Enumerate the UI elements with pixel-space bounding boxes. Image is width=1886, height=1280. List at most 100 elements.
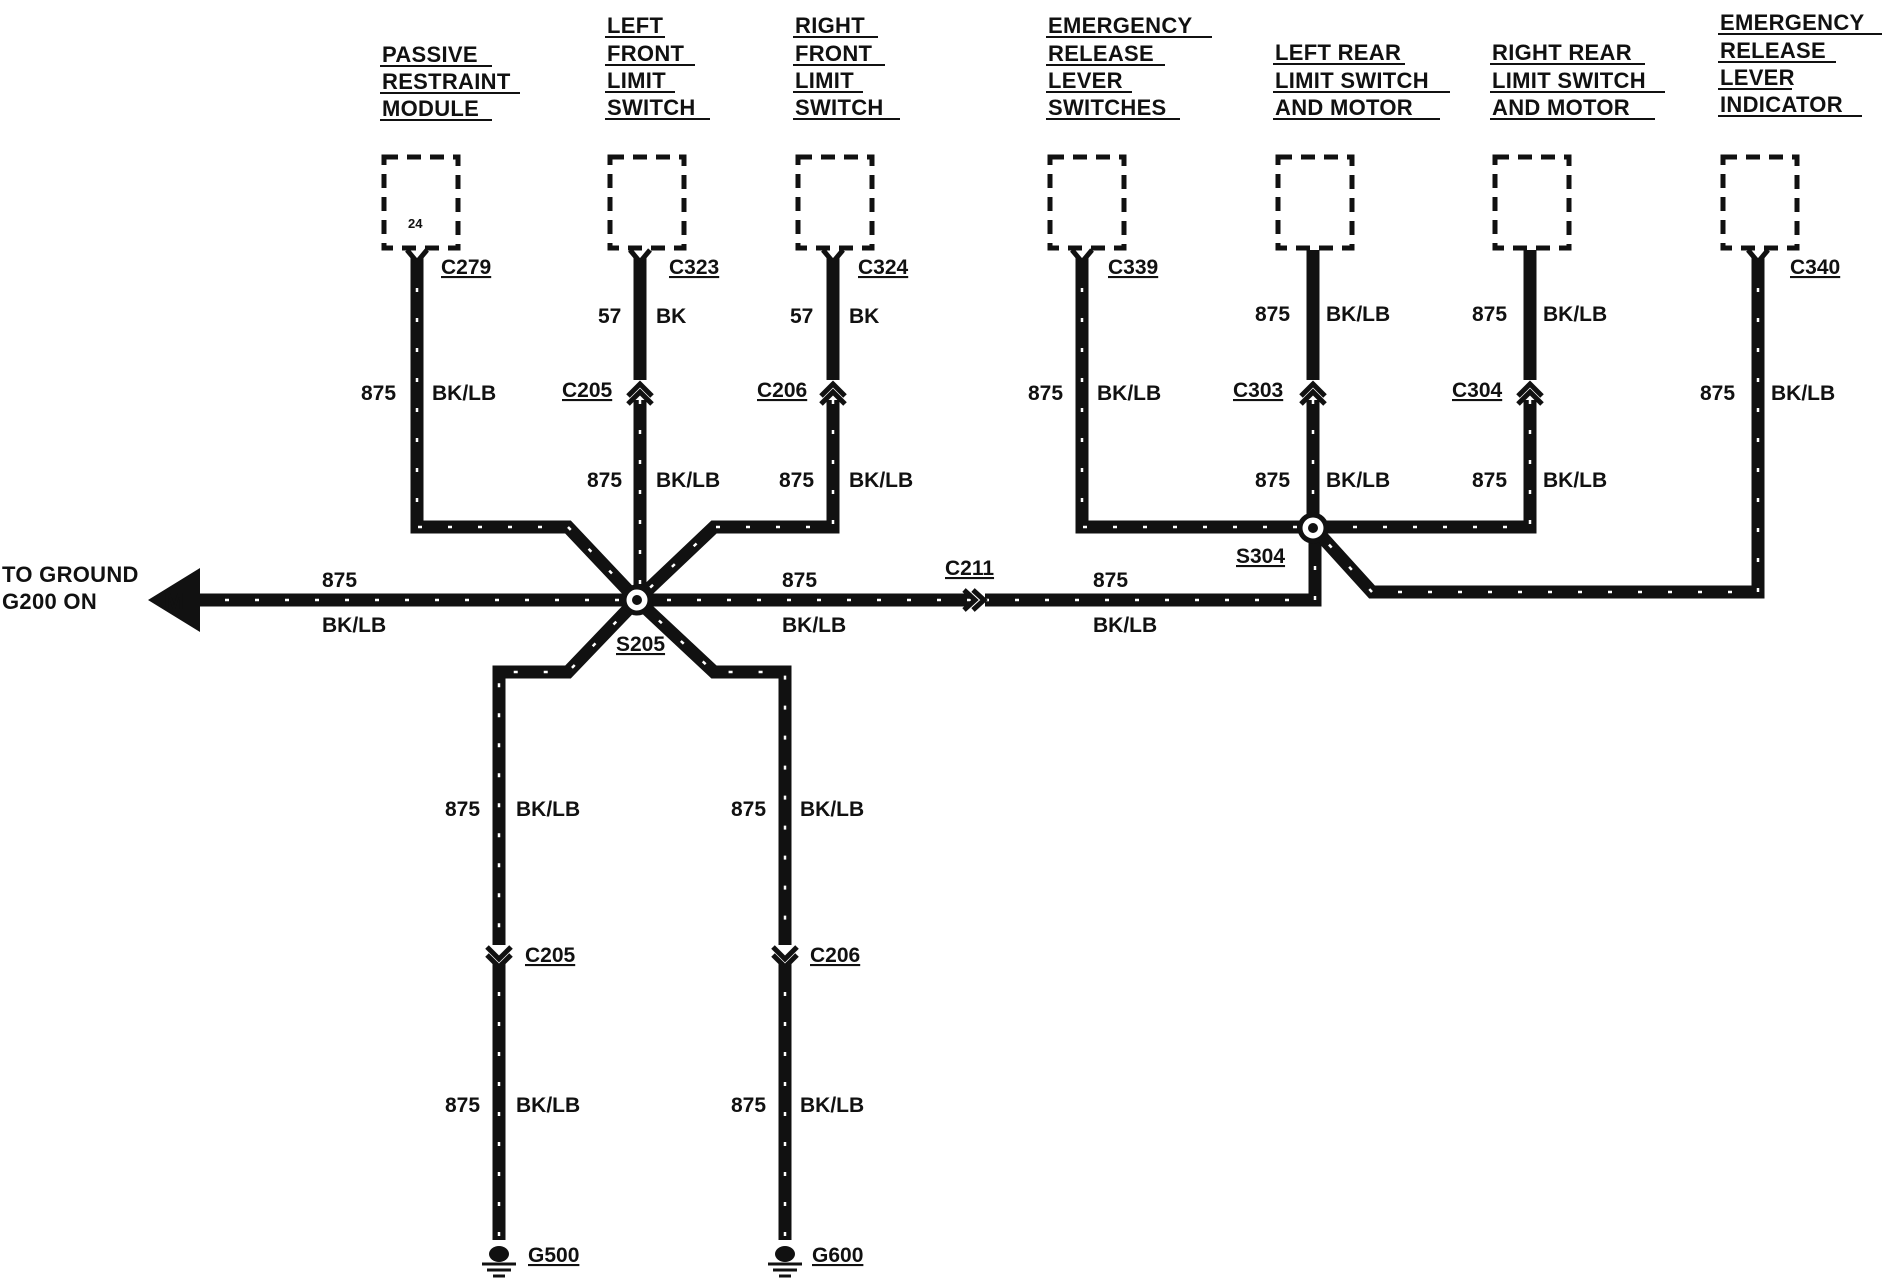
- c303-symbol: [1299, 380, 1327, 406]
- label-left-rear-limit-switch-and-motor: LEFT REAR LIMIT SWITCH AND MOTOR: [1273, 40, 1450, 120]
- svg-text:FRONT: FRONT: [607, 41, 685, 66]
- label-right-front-limit-switch: RIGHT FRONT LIMIT SWITCH: [793, 13, 900, 120]
- svg-text:LIMIT: LIMIT: [795, 68, 854, 93]
- wire-g500-upper: [492, 595, 642, 945]
- splice-label-s205: S205: [616, 633, 665, 656]
- c205-upper-symbol: [626, 380, 654, 406]
- svg-text:BK/LB: BK/LB: [656, 469, 720, 492]
- svg-text:875: 875: [1255, 469, 1290, 492]
- wire-stripes: [195, 258, 1760, 1240]
- svg-text:RIGHT: RIGHT: [795, 13, 865, 38]
- svg-text:BK/LB: BK/LB: [1771, 382, 1835, 405]
- svg-text:875: 875: [587, 469, 622, 492]
- svg-text:57: 57: [790, 305, 813, 328]
- svg-text:SWITCHES: SWITCHES: [1048, 95, 1167, 120]
- svg-text:RIGHT REAR: RIGHT REAR: [1492, 40, 1632, 65]
- svg-text:BK/LB: BK/LB: [800, 1094, 864, 1117]
- right-rear-limit-switch-and-motor-box: [1492, 154, 1572, 251]
- label-emergency-release-lever-indicator: EMERGENCY RELEASE LEVER INDICATOR: [1718, 10, 1882, 117]
- label-left-front-limit-switch: LEFT FRONT LIMIT SWITCH: [605, 13, 710, 120]
- svg-text:BK/LB: BK/LB: [1326, 303, 1390, 326]
- svg-text:BK/LB: BK/LB: [1543, 469, 1607, 492]
- svg-text:SWITCH: SWITCH: [795, 95, 884, 120]
- svg-text:875: 875: [1700, 382, 1735, 405]
- ground-ref-letter: M: [164, 588, 184, 615]
- c206-upper-symbol: [819, 380, 847, 406]
- c205-lower-symbol: [485, 945, 513, 971]
- svg-text:LIMIT SWITCH: LIMIT SWITCH: [1275, 68, 1429, 93]
- wire-passive-restraint: [410, 258, 642, 605]
- svg-text:875: 875: [445, 798, 480, 821]
- connector-c206-upper: C206: [757, 379, 807, 402]
- svg-text:BK/LB: BK/LB: [516, 1094, 580, 1117]
- c304-symbol: [1516, 380, 1544, 406]
- connector-c339: C339: [1108, 256, 1158, 279]
- pin-connector-labels: C279 C323 C324 C339 C340: [441, 256, 1840, 279]
- connector-c205-lower: C205: [525, 944, 576, 967]
- wire-g600-upper: [632, 595, 792, 945]
- svg-text:BK/LB: BK/LB: [1543, 303, 1607, 326]
- c211-symbol: [962, 588, 988, 612]
- svg-text:875: 875: [322, 569, 357, 592]
- ground-label-g600: G600: [812, 1244, 863, 1267]
- ground-ref-line2: G200 ON: [2, 589, 97, 614]
- ground-label-g500: G500: [528, 1244, 579, 1267]
- connector-c324: C324: [858, 256, 909, 279]
- svg-text:EMERGENCY: EMERGENCY: [1720, 10, 1865, 35]
- svg-text:875: 875: [361, 382, 396, 405]
- svg-text:RELEASE: RELEASE: [1720, 38, 1826, 63]
- connector-c304: C304: [1452, 379, 1503, 402]
- svg-text:875: 875: [1255, 303, 1290, 326]
- svg-text:BK/LB: BK/LB: [1326, 469, 1390, 492]
- svg-text:BK/LB: BK/LB: [432, 382, 496, 405]
- wire-labels: 875 BK/LB 57 BK 875 BK/LB 57 BK 875 BK/L…: [322, 303, 1835, 1117]
- connector-c279: C279: [441, 256, 491, 279]
- connector-c205-upper: C205: [562, 379, 613, 402]
- svg-text:875: 875: [1093, 569, 1128, 592]
- pin-forks: [405, 248, 1770, 266]
- svg-text:FRONT: FRONT: [795, 41, 873, 66]
- label-emergency-release-lever-switches: EMERGENCY RELEASE LEVER SWITCHES: [1046, 13, 1212, 120]
- wire-emergency-indicator: [1308, 258, 1765, 599]
- inline-connectors: [485, 380, 1544, 971]
- passive-restraint-module-box: [381, 154, 461, 251]
- connector-c303: C303: [1233, 379, 1283, 402]
- svg-text:EMERGENCY: EMERGENCY: [1048, 13, 1193, 38]
- svg-text:MODULE: MODULE: [382, 96, 479, 121]
- svg-text:LIMIT: LIMIT: [607, 68, 666, 93]
- svg-text:LEVER: LEVER: [1720, 65, 1795, 90]
- svg-text:BK/LB: BK/LB: [322, 614, 386, 637]
- connector-c206-lower: C206: [810, 944, 860, 967]
- c206-lower-symbol: [771, 945, 799, 971]
- emergency-release-lever-switches-box: [1047, 154, 1127, 251]
- left-rear-limit-switch-and-motor-box: [1275, 154, 1355, 251]
- wire-right-rear-lower: [1313, 400, 1537, 534]
- svg-text:BK: BK: [849, 305, 879, 328]
- g600-ground-icon: [768, 1246, 802, 1278]
- splice-label-s304: S304: [1236, 545, 1285, 568]
- splices: [621, 512, 1329, 616]
- svg-text:RESTRAINT: RESTRAINT: [382, 69, 511, 94]
- component-labels: PASSIVE RESTRAINT MODULE 24 LEFT FRONT L…: [380, 10, 1882, 231]
- ground-labels: TO GROUND G200 ON G500 G600: [2, 562, 863, 1267]
- svg-text:BK/LB: BK/LB: [849, 469, 913, 492]
- svg-text:LEFT: LEFT: [607, 13, 663, 38]
- ground-ref-symbol: M: [148, 568, 200, 632]
- connector-c340: C340: [1790, 256, 1840, 279]
- label-passive-restraint-module: PASSIVE RESTRAINT MODULE 24: [380, 42, 520, 231]
- svg-text:875: 875: [1028, 382, 1063, 405]
- connector-c211: C211: [945, 557, 994, 580]
- pin-24: 24: [408, 216, 423, 231]
- svg-text:875: 875: [445, 1094, 480, 1117]
- svg-text:57: 57: [598, 305, 621, 328]
- svg-text:875: 875: [731, 798, 766, 821]
- svg-text:BK/LB: BK/LB: [782, 614, 846, 637]
- ground-ref-line1: TO GROUND: [2, 562, 139, 587]
- svg-text:LIMIT SWITCH: LIMIT SWITCH: [1492, 68, 1646, 93]
- connector-c323: C323: [669, 256, 719, 279]
- svg-text:BK/LB: BK/LB: [800, 798, 864, 821]
- emergency-release-lever-indicator-box: [1720, 154, 1800, 251]
- svg-text:LEVER: LEVER: [1048, 68, 1123, 93]
- svg-text:875: 875: [1472, 303, 1507, 326]
